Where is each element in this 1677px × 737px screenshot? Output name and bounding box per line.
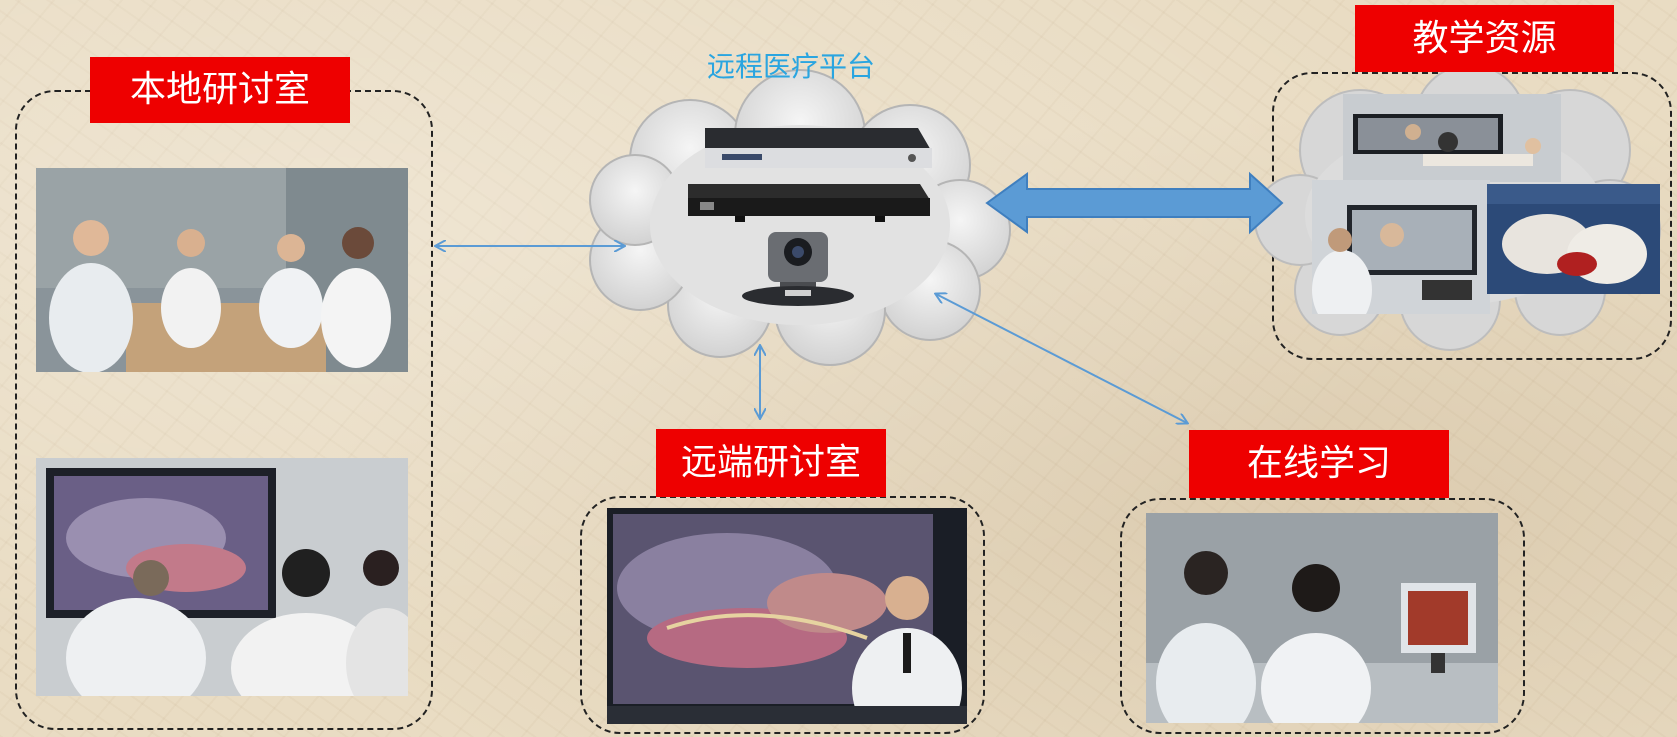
- remote-room-photo: [607, 508, 967, 724]
- codec-device-icon: [705, 128, 932, 168]
- teaching-resources-label: 教学资源: [1355, 5, 1614, 72]
- arrow-platform-teaching: [985, 171, 1284, 235]
- local-room-photo-meeting: [36, 168, 408, 372]
- telepresence-photo: [1343, 94, 1561, 182]
- surgery-photo: [1487, 184, 1660, 294]
- mcu-device-icon: [688, 184, 930, 222]
- remote-room-label: 远端研讨室: [656, 429, 886, 497]
- ptz-camera-icon: [742, 232, 854, 306]
- local-room-photo-screen: [36, 458, 408, 696]
- platform-title: 远程医疗平台: [707, 50, 876, 83]
- online-learning-group: [1120, 498, 1525, 734]
- arrow-platform-online: [936, 294, 1187, 423]
- online-learning-label: 在线学习: [1189, 430, 1449, 498]
- consultation-photo: [1312, 180, 1490, 314]
- remote-room-group: [580, 496, 985, 734]
- online-learning-photo: [1146, 513, 1498, 723]
- local-room-label: 本地研讨室: [90, 57, 350, 123]
